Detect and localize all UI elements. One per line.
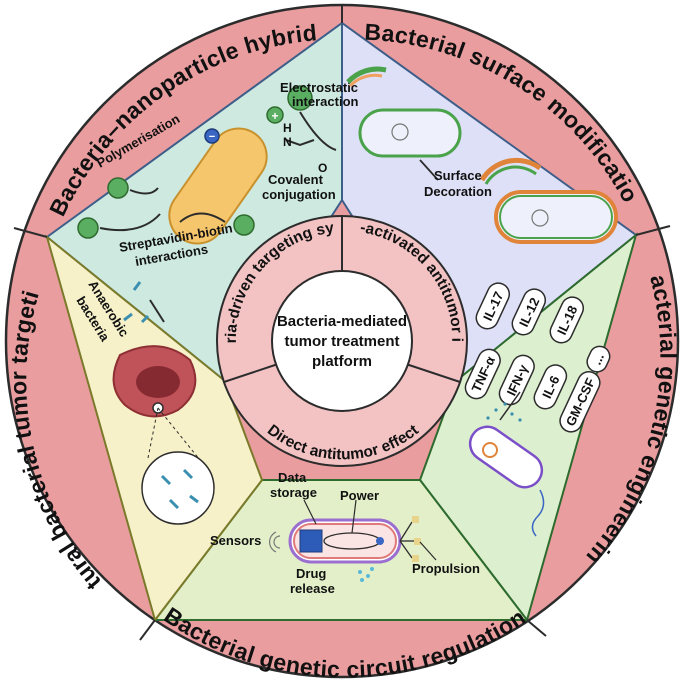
svg-text:H: H xyxy=(283,121,292,135)
label-propulsion: Propulsion xyxy=(412,561,480,576)
label-release: release xyxy=(290,581,335,596)
label-covalent-2: conjugation xyxy=(262,187,336,202)
center-line-3: platform xyxy=(312,353,372,370)
positive-charge-icon xyxy=(266,106,284,124)
label-surface: Surface xyxy=(434,168,482,183)
svg-text:O: O xyxy=(318,161,327,175)
zoom-circle xyxy=(141,451,215,525)
label-storage: storage xyxy=(270,485,317,500)
svg-text:−: − xyxy=(209,131,215,143)
label-electrostatic-1: Electrostatic xyxy=(280,80,358,95)
svg-text:N: N xyxy=(283,135,292,149)
label-drug: Drug xyxy=(296,566,326,581)
nanoparticle-electrostatic xyxy=(287,85,313,111)
label-decoration: Decoration xyxy=(424,184,492,199)
nanoparticle-polymer-2 xyxy=(77,217,99,239)
nanoparticle-streptavidin xyxy=(233,214,255,236)
label-electrostatic-2: interaction xyxy=(292,94,359,109)
engineered-bacterium xyxy=(468,391,545,537)
svg-text:+: + xyxy=(271,109,278,123)
bacterium-plain xyxy=(358,108,462,158)
center-line-1: Bacteria-mediated xyxy=(277,313,407,330)
label-data: Data xyxy=(278,470,307,485)
center-line-2: tumor treatment xyxy=(284,333,399,350)
label-covalent-1: Covalent xyxy=(268,172,324,187)
negative-charge-icon xyxy=(204,128,220,144)
label-sensors: Sensors xyxy=(210,533,261,548)
bacterium-decorated xyxy=(494,190,618,244)
chip-icon xyxy=(299,529,323,553)
center-circle xyxy=(271,270,413,412)
nanoparticle-polymer xyxy=(107,177,129,199)
hybrid-illustration: + − H N O xyxy=(77,85,337,245)
tumor-illustration xyxy=(112,281,215,525)
label-power: Power xyxy=(340,488,379,503)
circuit-bacterium xyxy=(268,499,437,582)
surface-illustration xyxy=(346,66,618,244)
